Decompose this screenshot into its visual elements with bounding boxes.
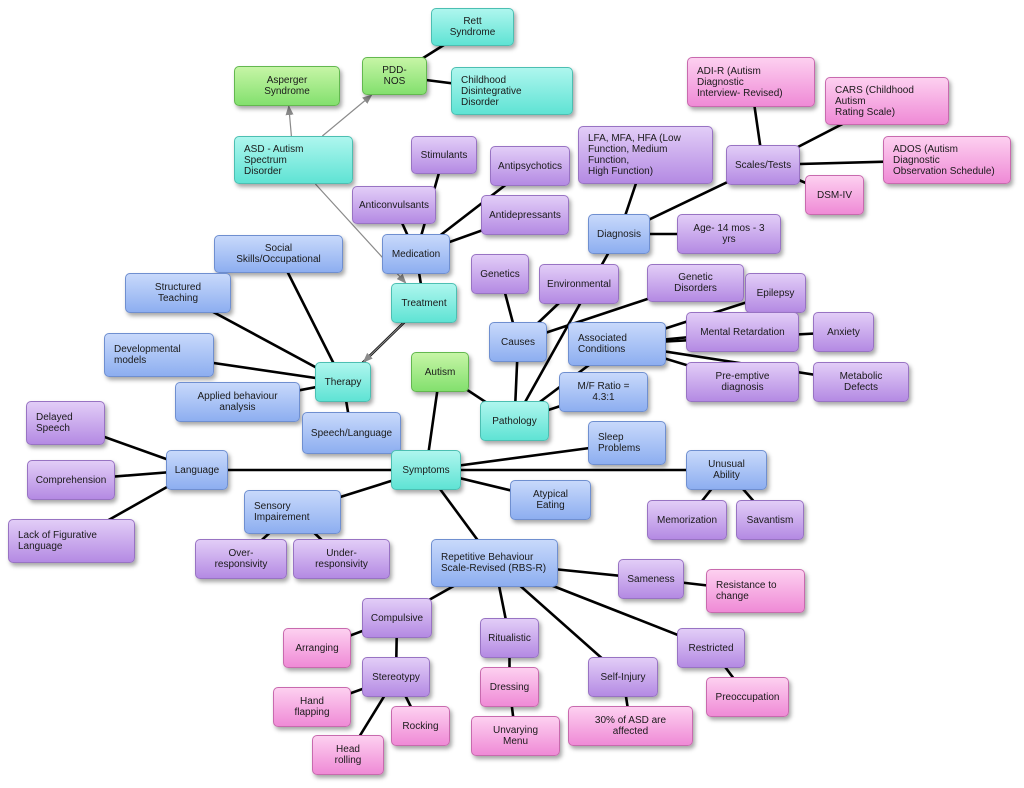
arrow-asd-pddnos [321,94,373,137]
arrow-treatment-therapy [362,322,404,363]
node-lack-of-figurative-language[interactable]: Lack of Figurative Language [8,519,135,563]
node-asd[interactable]: ASD - Autism Spectrum Disorder [234,136,353,184]
node-rocking[interactable]: Rocking [391,706,450,746]
node-pdd-nos[interactable]: PDD-NOS [362,57,427,95]
node-ritualistic[interactable]: Ritualistic [480,618,539,658]
node-social-skills[interactable]: Social Skills/Occupational [214,235,343,273]
node-self-injury[interactable]: Self-Injury [588,657,658,697]
node-lfa-mfa-hfa[interactable]: LFA, MFA, HFA (Low Function, Medium Func… [578,126,713,184]
node-applied-behaviour-analysis[interactable]: Applied behaviour analysis [175,382,300,422]
node-environmental[interactable]: Environmental [539,264,619,304]
node-age[interactable]: Age- 14 mos - 3 yrs [677,214,781,254]
node-unusual-ability[interactable]: Unusual Ability [686,450,767,490]
node-diagnosis[interactable]: Diagnosis [588,214,650,254]
node-dsm-iv[interactable]: DSM-IV [805,175,864,215]
arrow-asd-asperger [285,105,294,137]
node-antidepressants[interactable]: Antidepressants [481,195,569,235]
node-speech-language[interactable]: Speech/Language [302,412,401,454]
node-therapy[interactable]: Therapy [315,362,371,402]
node-associated-conditions[interactable]: Associated Conditions [568,322,666,366]
node-thirty-percent-affected[interactable]: 30% of ASD are affected [568,706,693,746]
node-pre-emptive-diagnosis[interactable]: Pre-emptive diagnosis [686,362,799,402]
connector-therapy-socialskills [277,252,345,384]
node-antipsychotics[interactable]: Antipsychotics [490,146,570,186]
node-mf-ratio[interactable]: M/F Ratio = 4.3:1 [559,372,648,412]
node-preoccupation[interactable]: Preoccupation [706,677,789,717]
node-structured-teaching[interactable]: Structured Teaching [125,273,231,313]
node-ados[interactable]: ADOS (Autism Diagnostic Observation Sche… [883,136,1011,184]
node-genetics[interactable]: Genetics [471,254,529,294]
node-pathology[interactable]: Pathology [480,401,549,441]
node-scales-tests[interactable]: Scales/Tests [726,145,800,185]
node-metabolic-defects[interactable]: Metabolic Defects [813,362,909,402]
node-head-rolling[interactable]: Head rolling [312,735,384,775]
node-cars[interactable]: CARS (Childhood Autism Rating Scale) [825,77,949,125]
node-stimulants[interactable]: Stimulants [411,136,477,174]
node-compulsive[interactable]: Compulsive [362,598,432,638]
node-epilepsy[interactable]: Epilepsy [745,273,806,313]
node-anxiety[interactable]: Anxiety [813,312,874,352]
node-resistance-to-change[interactable]: Resistance to change [706,569,805,613]
node-rbs-r[interactable]: Repetitive Behaviour Scale-Revised (RBS-… [431,539,558,587]
node-atypical-eating[interactable]: Atypical Eating [510,480,591,520]
node-language[interactable]: Language [166,450,228,490]
node-savantism[interactable]: Savantism [736,500,804,540]
node-memorization[interactable]: Memorization [647,500,727,540]
node-sameness[interactable]: Sameness [618,559,684,599]
node-delayed-speech[interactable]: Delayed Speech [26,401,105,445]
node-over-responsivity[interactable]: Over-responsivity [195,539,287,579]
node-childhood-disintegrative-disorder[interactable]: Childhood Disintegrative Disorder [451,67,573,115]
node-comprehension[interactable]: Comprehension [27,460,115,500]
node-symptoms[interactable]: Symptoms [391,450,461,490]
node-sleep-problems[interactable]: Sleep Problems [588,421,666,465]
node-restricted[interactable]: Restricted [677,628,745,668]
node-developmental-models[interactable]: Developmental models [104,333,214,377]
node-stereotypy[interactable]: Stereotypy [362,657,430,697]
node-autism[interactable]: Autism [411,352,469,392]
node-genetic-disorders[interactable]: Genetic Disorders [647,264,744,302]
node-sensory-impairement[interactable]: Sensory Impairement [244,490,341,534]
node-arranging[interactable]: Arranging [283,628,351,668]
node-anticonvulsants[interactable]: Anticonvulsants [352,186,436,224]
node-asperger-syndrome[interactable]: Asperger Syndrome [234,66,340,106]
node-dressing[interactable]: Dressing [480,667,539,707]
node-treatment[interactable]: Treatment [391,283,457,323]
node-medication[interactable]: Medication [382,234,450,274]
node-hand-flapping[interactable]: Hand flapping [273,687,351,727]
node-adi-r[interactable]: ADI-R (Autism Diagnostic Interview- Revi… [687,57,815,107]
node-unvarying-menu[interactable]: Unvarying Menu [471,716,560,756]
node-causes[interactable]: Causes [489,322,547,362]
node-rett-syndrome[interactable]: Rett Syndrome [431,8,514,46]
node-mental-retardation[interactable]: Mental Retardation [686,312,799,352]
node-under-responsivity[interactable]: Under-responsivity [293,539,390,579]
